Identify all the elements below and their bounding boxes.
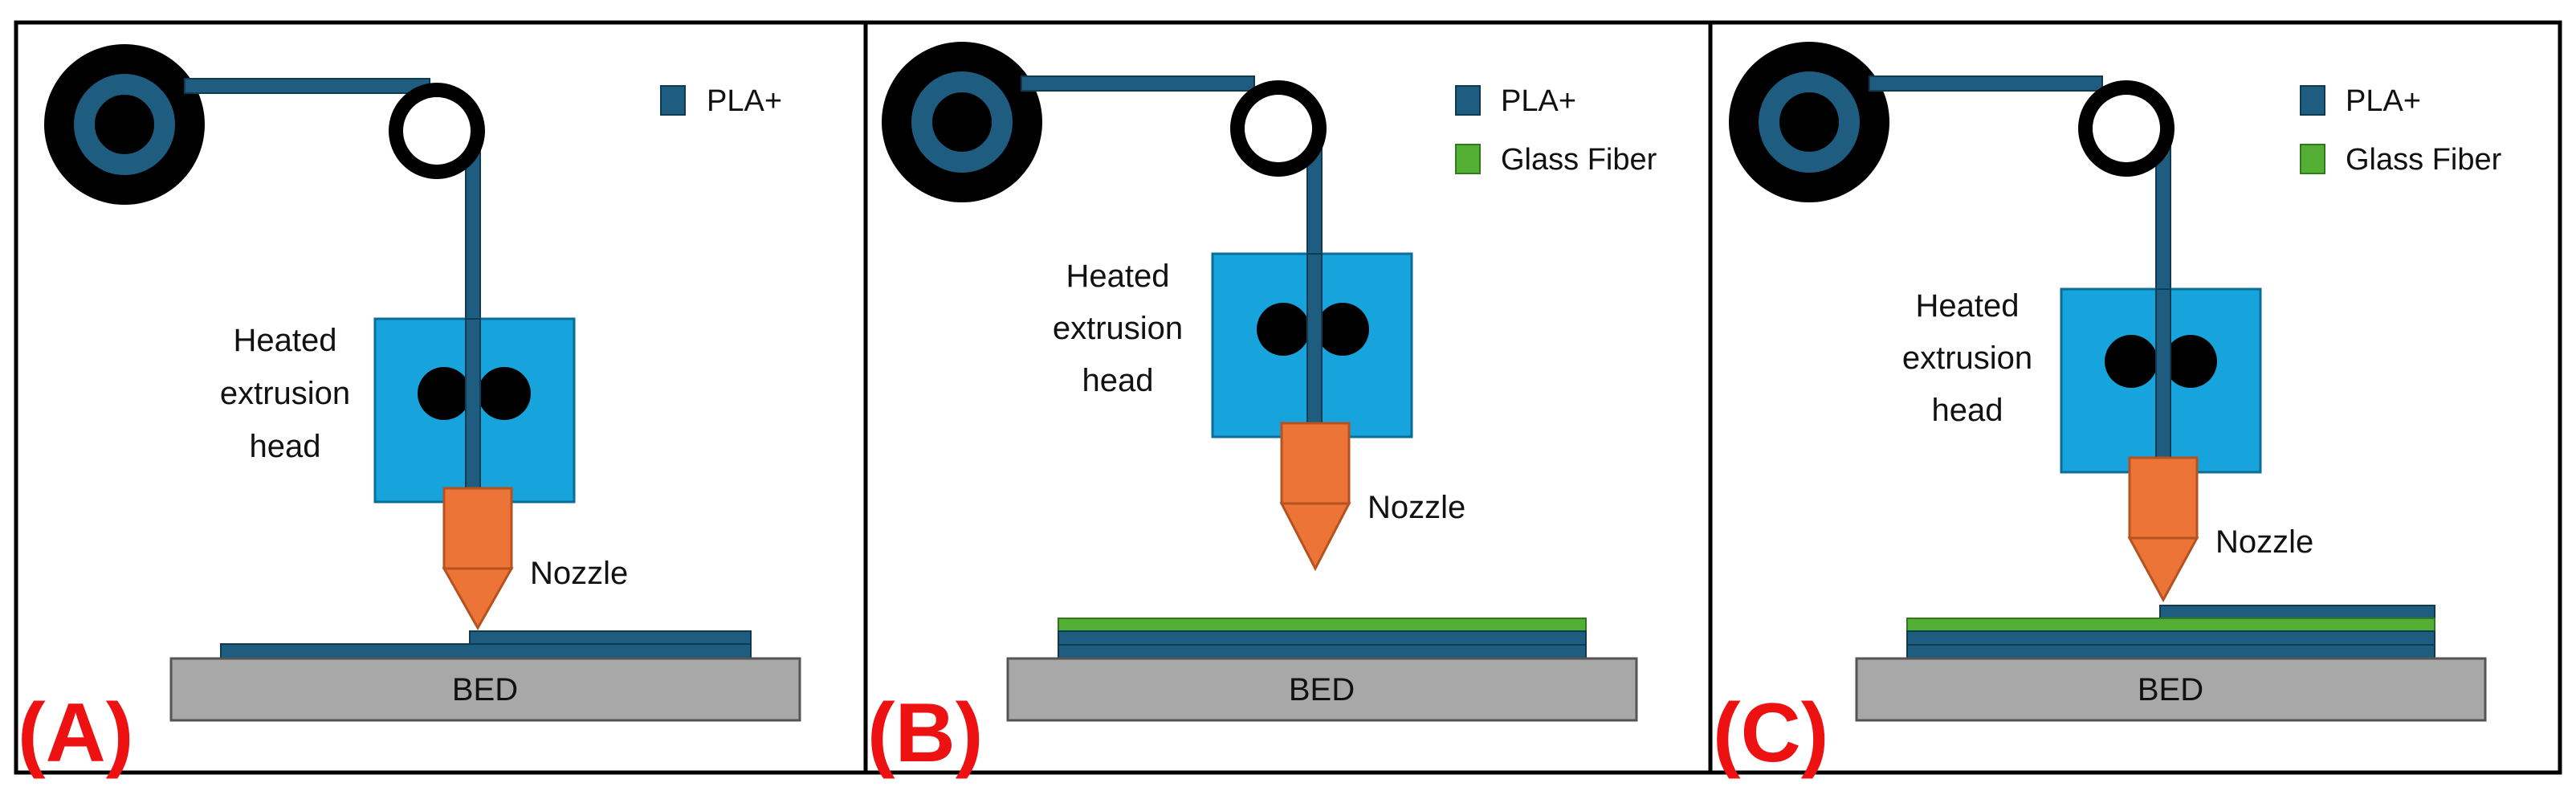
print-bed — [1006, 657, 1638, 722]
drive-gear-icon — [2164, 335, 2217, 388]
head-label-line-3: head — [1082, 363, 1154, 398]
head-label-line-3: head — [1932, 393, 2003, 428]
pla-layer-partial — [469, 630, 752, 645]
pla-layer — [1058, 630, 1587, 646]
head-label-line-1: Heated — [1066, 259, 1170, 294]
spool-filament-ring — [1759, 71, 1860, 173]
drive-gear-icon — [478, 367, 531, 420]
filament-feed-horizontal — [184, 78, 430, 94]
legend-label-pla: PLA+ — [2346, 84, 2421, 118]
drive-gear-icon — [418, 367, 471, 420]
print-bed — [1855, 657, 2487, 722]
head-label-line-2: extrusion — [220, 376, 350, 411]
glass-fiber-layer — [1058, 618, 1587, 632]
panel-b: PLA+ Glass Fiber BED Heated extrusion he… — [863, 20, 1713, 780]
spool-icon — [882, 42, 1042, 202]
panel-tag: (C) — [1713, 687, 1828, 780]
glass-fiber-layer — [1906, 618, 2435, 632]
head-label-line-3: head — [250, 429, 321, 464]
nozzle-body — [442, 487, 513, 570]
pla-layer — [1906, 630, 2435, 646]
pla-layer — [1058, 644, 1587, 659]
legend-swatch-glass-fiber — [2300, 144, 2325, 174]
head-label-line-2: extrusion — [1902, 340, 2032, 376]
spool-filament-ring — [74, 74, 175, 175]
pla-layer-partial — [2159, 605, 2435, 619]
drive-gear-icon — [2105, 335, 2158, 388]
legend-label-pla: PLA+ — [707, 84, 782, 118]
legend-swatch-pla — [2300, 85, 2325, 116]
nozzle-body — [1280, 422, 1351, 505]
nozzle-tip — [2127, 536, 2199, 603]
guide-pulley-icon — [389, 83, 485, 179]
legend-swatch-pla — [660, 85, 686, 116]
legend-swatch-glass-fiber — [1455, 144, 1481, 174]
print-bed — [169, 657, 801, 722]
bed-label: BED — [2138, 672, 2203, 707]
nozzle-label: Nozzle — [530, 556, 628, 591]
panel-c: PLA+ Glass Fiber BED Heated extrusion he… — [1708, 20, 2562, 780]
filament-through-head — [465, 318, 481, 512]
filament-through-head — [2155, 288, 2171, 483]
spool-icon — [1729, 42, 1889, 202]
head-label-line-1: Heated — [234, 323, 337, 358]
legend-swatch-pla — [1455, 85, 1481, 116]
head-label-line-1: Heated — [1916, 288, 2020, 324]
panel-tag: (B) — [867, 687, 983, 780]
spool-filament-ring — [911, 71, 1013, 173]
panel-a: PLA+ BED Heated extrusion head Nozzle (A… — [14, 20, 868, 780]
panel-tag: (A) — [18, 687, 133, 780]
spool-icon — [44, 44, 205, 205]
legend-label-pla: PLA+ — [1501, 84, 1576, 118]
nozzle-tip — [1279, 502, 1351, 572]
pla-layer — [220, 643, 752, 659]
nozzle-body — [2128, 456, 2199, 540]
head-label-line-2: extrusion — [1053, 311, 1183, 346]
nozzle-tip — [442, 567, 514, 631]
filament-feed-horizontal — [1021, 75, 1255, 92]
bed-label: BED — [452, 672, 518, 707]
legend-label-glass-fiber: Glass Fiber — [2346, 143, 2502, 177]
drive-gear-icon — [1316, 303, 1369, 356]
bed-label: BED — [1289, 672, 1355, 707]
drive-gear-icon — [1257, 303, 1310, 356]
filament-feed-horizontal — [1869, 75, 2103, 92]
legend-label-glass-fiber: Glass Fiber — [1501, 143, 1657, 177]
nozzle-label: Nozzle — [2215, 524, 2313, 560]
nozzle-label: Nozzle — [1367, 490, 1465, 525]
pla-layer — [1906, 644, 2435, 659]
guide-pulley-icon — [1230, 80, 1327, 177]
filament-through-head — [1306, 253, 1323, 447]
guide-pulley-icon — [2078, 80, 2175, 177]
